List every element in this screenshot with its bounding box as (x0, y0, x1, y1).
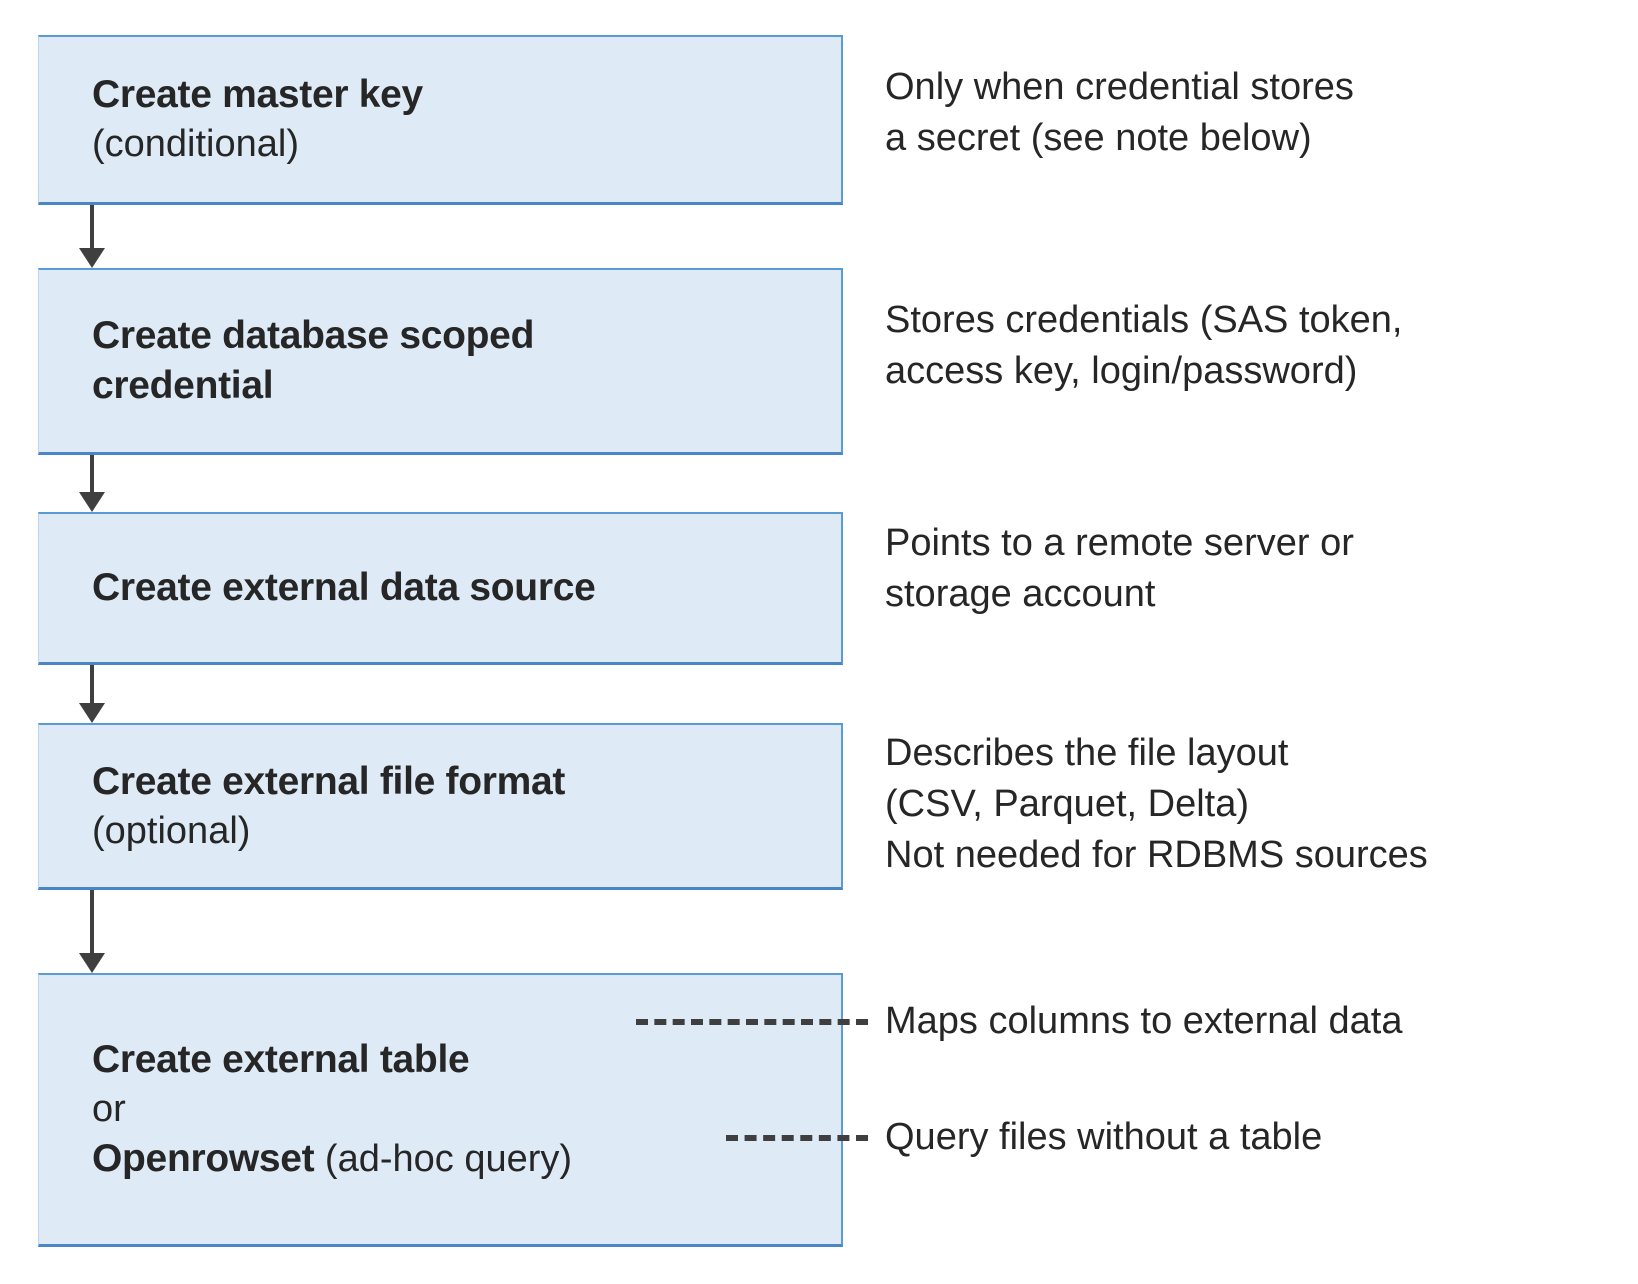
arrow-shaft (90, 205, 94, 248)
dashed-connector-option-a (636, 1019, 868, 1025)
option-b-row: Openrowset (ad-hoc query) (92, 1134, 841, 1184)
note-line: Points to a remote server or (885, 522, 1354, 564)
option-separator: or (92, 1088, 126, 1131)
note-create-external-data-source: Points to a remote server or storage acc… (885, 518, 1354, 620)
note-create-external-file-format: Describes the file layout (CSV, Parquet,… (885, 728, 1428, 881)
step-box-text: Create external data source (39, 563, 841, 613)
step-title-line-2: credential (92, 364, 274, 407)
dashed-connector-option-b (726, 1135, 868, 1141)
step-title-line-1: Create database scoped (92, 314, 535, 358)
note-line: storage account (885, 572, 1156, 615)
step-title-option-a: Create external table (92, 1038, 470, 1082)
step-title: Create external file format (92, 759, 566, 803)
step-qualifier-option-b: (ad-hoc query) (314, 1137, 573, 1180)
step-box-create-master-key[interactable]: Create master key (conditional) (38, 35, 843, 205)
arrow-shaft (90, 665, 94, 703)
note-line: Not needed for RDBMS sources (885, 833, 1428, 876)
step-box-create-external-file-format[interactable]: Create external file format (optional) (38, 723, 843, 890)
arrow-shaft (90, 890, 94, 953)
arrow-head-icon (79, 703, 105, 723)
arrow-shaft (90, 455, 94, 492)
note-openrowset: Query files without a table (885, 1112, 1322, 1163)
flow-arrow-1 (79, 205, 105, 268)
note-create-external-table: Maps columns to external data (885, 996, 1403, 1047)
step-box-create-database-scoped-credential[interactable]: Create database scoped credential (38, 268, 843, 455)
step-box-create-external-data-source[interactable]: Create external data source (38, 512, 843, 665)
note-create-database-scoped-credential: Stores credentials (SAS token, access ke… (885, 295, 1402, 397)
step-box-text: Create external table or Openrowset (ad-… (39, 1035, 841, 1183)
flow-arrow-3 (79, 665, 105, 723)
step-qualifier: (conditional) (92, 123, 299, 166)
note-line: Maps columns to external data (885, 1000, 1403, 1042)
note-line: (CSV, Parquet, Delta) (885, 782, 1249, 825)
step-qualifier: (optional) (92, 809, 251, 852)
note-line: Stores credentials (SAS token, (885, 299, 1403, 341)
step-title-option-b: Openrowset (92, 1136, 315, 1180)
note-line: Query files without a table (885, 1116, 1323, 1158)
option-a-row: Create external table (92, 1035, 841, 1085)
flow-arrow-4 (79, 890, 105, 973)
step-title: Create master key (92, 73, 423, 117)
step-title: Create external data source (92, 566, 596, 610)
step-box-create-external-table-or-openrowset[interactable]: Create external table or Openrowset (ad-… (38, 973, 843, 1247)
note-line: access key, login/password) (885, 349, 1358, 392)
arrow-head-icon (79, 492, 105, 512)
flow-arrow-2 (79, 455, 105, 512)
step-box-text: Create database scoped credential (39, 311, 841, 411)
step-box-text: Create external file format (optional) (39, 757, 841, 856)
arrow-head-icon (79, 953, 105, 973)
arrow-head-icon (79, 248, 105, 268)
note-line: Only when credential stores (885, 66, 1354, 108)
step-box-text: Create master key (conditional) (39, 70, 841, 169)
note-line: a secret (see note below) (885, 116, 1312, 159)
note-create-master-key: Only when credential stores a secret (se… (885, 62, 1354, 164)
note-line: Describes the file layout (885, 732, 1289, 774)
